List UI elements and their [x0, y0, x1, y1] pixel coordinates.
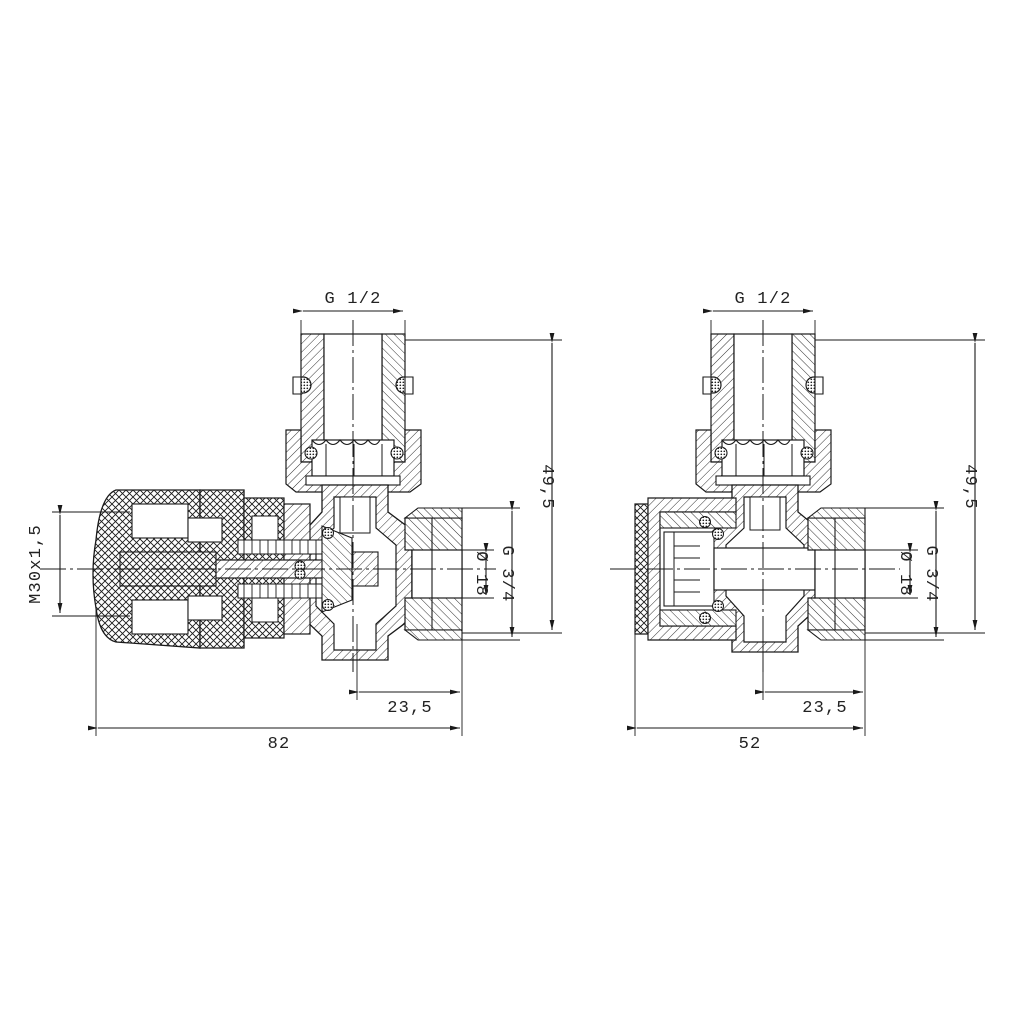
dimension-left-offset: 23,5: [349, 624, 463, 718]
dim-label-bore: Ø 18: [471, 551, 490, 597]
spring-upper: [237, 539, 323, 555]
spring-lower: [237, 583, 323, 599]
seal-oring: [294, 568, 306, 580]
dim-label-g12: G 1/2: [324, 290, 381, 309]
dimension-right-height: 49,5: [815, 333, 985, 634]
dimension-right-top-thread: G 1/2: [703, 290, 816, 340]
seal-oring: [322, 527, 334, 539]
seal-oring: [304, 446, 318, 460]
seal-oring: [322, 599, 334, 611]
seal-oring: [699, 612, 711, 624]
seal-oring: [712, 600, 724, 612]
dimension-left-length: 82: [88, 608, 463, 754]
dim-label-height: 49,5: [537, 464, 556, 510]
dimension-left-head-thread: M30x1,5: [27, 505, 130, 617]
right-valve-view: G 1/2 49,5 G 3/4 Ø 18: [610, 290, 985, 754]
dim-label-length: 82: [268, 735, 291, 754]
seal-oring: [699, 516, 711, 528]
dim-label-m30: M30x1,5: [27, 524, 46, 604]
left-spindle-cartridge: [215, 503, 379, 635]
dim-label-offset: 23,5: [387, 699, 433, 718]
dimension-left-bore: Ø 18: [438, 543, 494, 599]
seal-oring: [712, 528, 724, 540]
dim-label-g12: G 1/2: [734, 290, 791, 309]
dim-label-bore: Ø 18: [895, 551, 914, 597]
dimension-right-outlet-thread: G 3/4: [865, 501, 944, 641]
seal-oring: [800, 446, 814, 460]
dimension-right-offset: 23,5: [755, 620, 866, 718]
dimension-right-bore: Ø 18: [841, 543, 918, 599]
right-outlet-port: [806, 507, 866, 641]
left-outlet-port: [403, 507, 463, 641]
dim-label-g34: G 3/4: [497, 545, 516, 602]
dim-label-height: 49,5: [960, 464, 979, 510]
left-valve-view: G 1/2 49,5 G 3/4 Ø 18: [27, 290, 562, 754]
dim-label-g34: G 3/4: [921, 545, 940, 602]
seal-oring: [390, 446, 404, 460]
dimension-left-top-thread: G 1/2: [293, 290, 406, 340]
dimension-right-length: 52: [627, 634, 866, 754]
dimension-left-outlet-thread: G 3/4: [462, 501, 520, 641]
dim-label-offset: 23,5: [802, 699, 848, 718]
dim-label-length: 52: [739, 735, 762, 754]
seal-oring: [714, 446, 728, 460]
